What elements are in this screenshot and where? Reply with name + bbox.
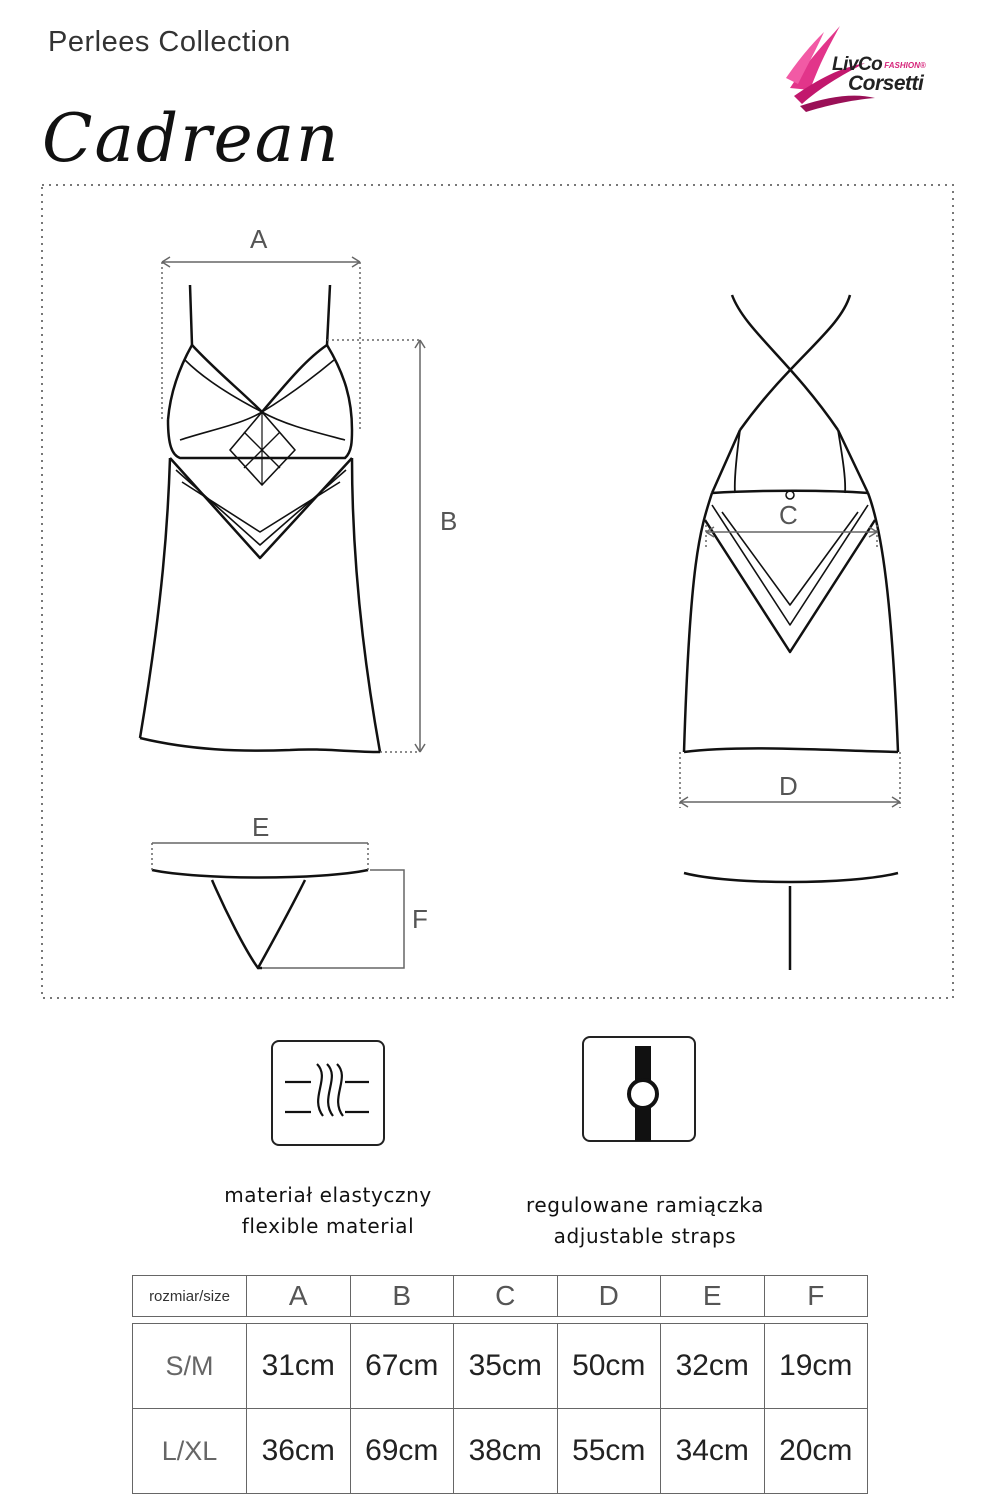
strap-slider-icon [627, 1046, 659, 1141]
size-value: 67cm [349, 1323, 454, 1409]
label-b: B [440, 506, 457, 536]
drawing-frame [41, 184, 954, 999]
table-row: L/XL 36cm 69cm 38cm 55cm 34cm 20cm [132, 1408, 868, 1494]
table-row: S/M 31cm 67cm 35cm 50cm 32cm 19cm [132, 1323, 868, 1409]
adjustable-straps-icon [582, 1036, 696, 1142]
size-value: 20cm [763, 1408, 868, 1494]
feature-flexible-pl: materiał elastyczny [224, 1183, 432, 1207]
chemise-back [682, 294, 900, 754]
label-a: A [250, 224, 268, 254]
brand-fashion: FASHION® [884, 61, 926, 70]
size-value: 32cm [660, 1323, 765, 1409]
collection-title: Perlees Collection [48, 26, 291, 58]
dimension-b [327, 339, 426, 753]
size-header-d: D [556, 1275, 661, 1317]
flexible-material-icon [271, 1040, 385, 1146]
brand-name-line2: Corsetti [848, 72, 924, 95]
size-value: 38cm [453, 1408, 558, 1494]
size-name: L/XL [132, 1408, 247, 1494]
size-header-f: F [763, 1275, 868, 1317]
feature-straps-en: adjustable straps [553, 1224, 737, 1248]
thong-back [683, 871, 899, 970]
chemise-front [138, 284, 382, 754]
feature-straps-pl: regulowane ramiączka [526, 1193, 764, 1217]
size-value: 35cm [453, 1323, 558, 1409]
size-header-label: rozmiar/size [132, 1275, 247, 1317]
label-e: E [252, 812, 269, 842]
size-value: 19cm [763, 1323, 868, 1409]
size-header-a: A [246, 1275, 351, 1317]
size-value: 36cm [246, 1408, 351, 1494]
brand-livco: LivCo [832, 54, 883, 75]
label-f: F [412, 904, 428, 934]
feature-flexible-text: materiał elastyczny flexible material [190, 1180, 466, 1242]
size-table-header: rozmiar/size A B C D E F [132, 1275, 868, 1317]
model-name: Cadrean [42, 100, 341, 177]
dimension-c [705, 525, 878, 548]
dimension-d [679, 752, 901, 808]
label-d: D [779, 771, 798, 801]
brand-swoosh-icon [786, 26, 875, 112]
size-value: 55cm [556, 1408, 661, 1494]
technical-drawing: A B C D [41, 184, 954, 999]
wave-lines-icon [285, 1063, 369, 1117]
size-value: 50cm [556, 1323, 661, 1409]
label-c: C [779, 500, 798, 530]
size-table-values: S/M 31cm 67cm 35cm 50cm 32cm 19cm L/XL 3… [132, 1323, 868, 1494]
size-value: 69cm [349, 1408, 454, 1494]
size-name: S/M [132, 1323, 247, 1409]
dimension-a [161, 256, 361, 430]
size-header-c: C [453, 1275, 558, 1317]
dimension-e [151, 842, 369, 870]
size-header-e: E [660, 1275, 765, 1317]
thong-front [151, 868, 369, 970]
feature-flexible-en: flexible material [241, 1214, 415, 1238]
feature-straps-text: regulowane ramiączka adjustable straps [490, 1190, 800, 1252]
size-value: 34cm [660, 1408, 765, 1494]
size-value: 31cm [246, 1323, 351, 1409]
size-header-b: B [349, 1275, 454, 1317]
dimension-f [262, 869, 405, 969]
